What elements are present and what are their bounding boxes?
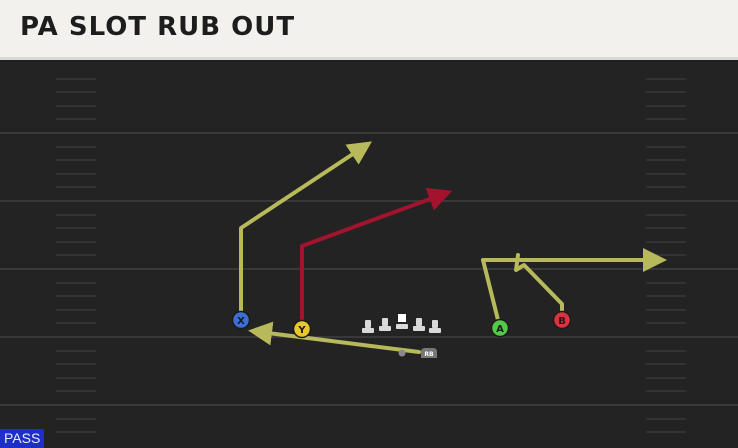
route-x: [239, 141, 373, 314]
center-icon: [396, 314, 408, 329]
lineman-icon: [362, 320, 374, 333]
lineman-icon: [429, 320, 441, 333]
hash-marks-left: [56, 78, 96, 433]
player-a-label: A: [496, 324, 504, 335]
play-field: RB X Y A B: [0, 62, 738, 448]
player-x[interactable]: X: [231, 310, 251, 330]
player-y-label: Y: [297, 325, 306, 336]
route-y: [300, 187, 453, 324]
player-y[interactable]: Y: [292, 319, 312, 339]
play-type-badge: PASS: [0, 429, 45, 448]
rb-label: RB: [424, 351, 434, 358]
rb-icon[interactable]: RB: [421, 348, 437, 358]
player-b-label: B: [558, 316, 566, 327]
title-bar: PA SLOT RUB OUT: [0, 0, 738, 60]
lineman-icon: [413, 318, 425, 331]
route-rb: [248, 321, 421, 354]
play-diagram: RB X Y A B: [0, 78, 738, 433]
lineman-icon: [379, 318, 391, 331]
offensive-line: [362, 314, 441, 333]
route-a: [481, 248, 667, 322]
play-title: PA SLOT RUB OUT: [20, 12, 296, 42]
routes: [239, 141, 667, 354]
qb-dot-icon: [398, 349, 406, 357]
hash-marks-right: [646, 78, 686, 433]
player-x-label: X: [237, 316, 245, 327]
player-b[interactable]: B: [552, 310, 572, 330]
yard-lines: [0, 132, 738, 406]
route-b: [514, 253, 564, 316]
player-a[interactable]: A: [490, 318, 510, 338]
